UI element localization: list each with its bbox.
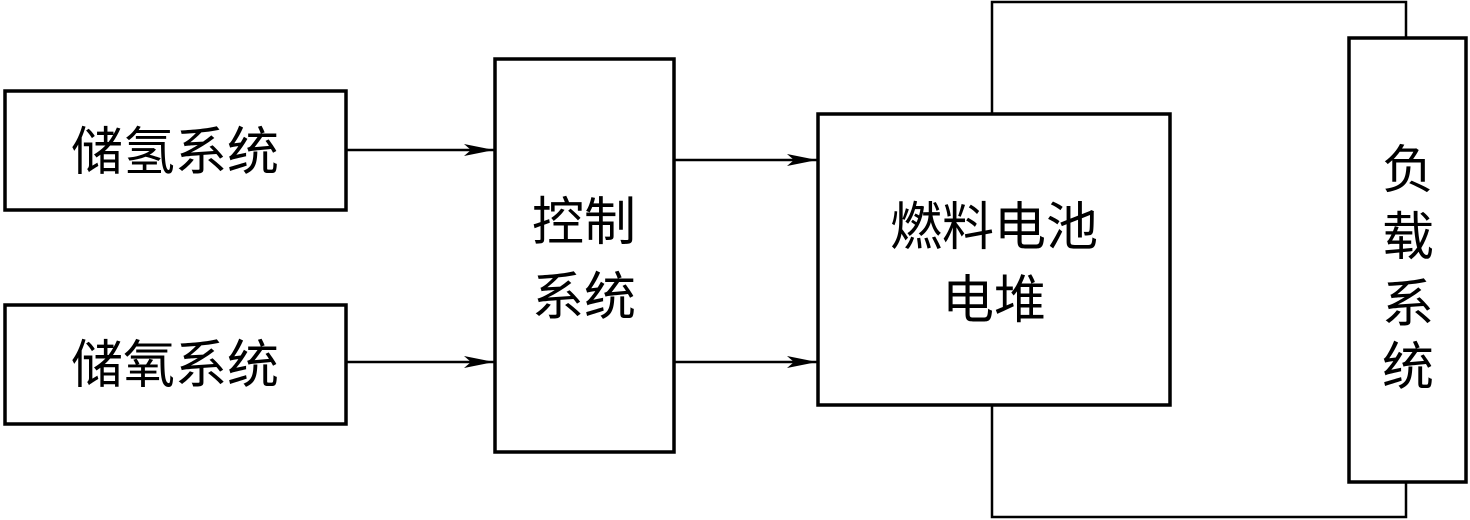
load-label-char: 统 [1382,338,1434,398]
load-label-char: 载 [1382,208,1434,268]
control-label-line2: 系统 [532,268,636,328]
fuel-cell-label-line1: 燃料电池 [890,198,1098,258]
oxygen-storage-label: 储氧系统 [71,336,279,396]
hydrogen-storage-label: 储氢系统 [71,123,279,183]
load-label-char: 系 [1382,275,1434,335]
bottom-circuit-wire [990,405,1408,519]
load-label-char: 负 [1382,141,1434,201]
fuel-cell-label-line2: 电堆 [942,271,1046,331]
top-circuit-wire [990,0,1408,114]
control-label-line1: 控制 [532,193,636,253]
fuel-cell-stack-block: 燃料电池 电堆 [816,112,1172,407]
control-system-block: 控制 系统 [493,57,676,454]
load-system-block: 负 载 系 统 [1347,36,1468,484]
oxygen-storage-block: 储氧系统 [3,303,348,426]
hydrogen-storage-block: 储氢系统 [3,89,348,212]
